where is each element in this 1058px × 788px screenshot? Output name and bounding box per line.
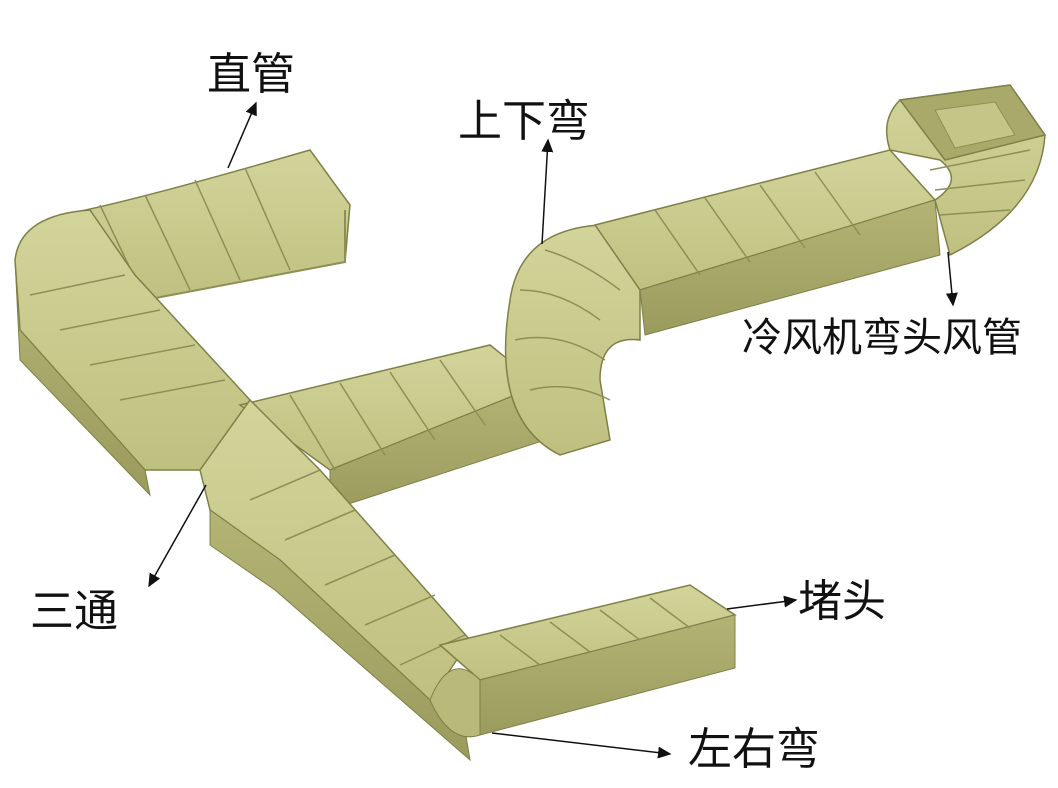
label-end-cap: 堵头 [798,576,886,627]
middle-duct [238,344,546,511]
callout-arrows [148,101,958,759]
arrow-straight-pipe [227,101,257,169]
left-vertical-duct [14,209,251,497]
label-tee: 三通 [30,586,118,637]
fan-coil-elbow [885,84,1047,257]
arrow-fan-coil-elbow [945,251,958,307]
arrow-vertical-bend [541,138,554,245]
label-vertical-bend: 上下弯 [458,96,590,147]
label-straight-pipe: 直管 [207,49,295,100]
tee-and-lower-duct [199,398,471,762]
lower-right-duct [429,584,737,738]
label-fan-coil-elbow: 冷风机弯头风管 [742,315,1022,361]
arrow-horizontal-bend [491,732,672,759]
arrow-tee [148,484,207,588]
upper-right-duct [593,149,941,336]
label-horizontal-bend: 左右弯 [688,724,820,775]
arrow-end-cap [726,595,798,610]
